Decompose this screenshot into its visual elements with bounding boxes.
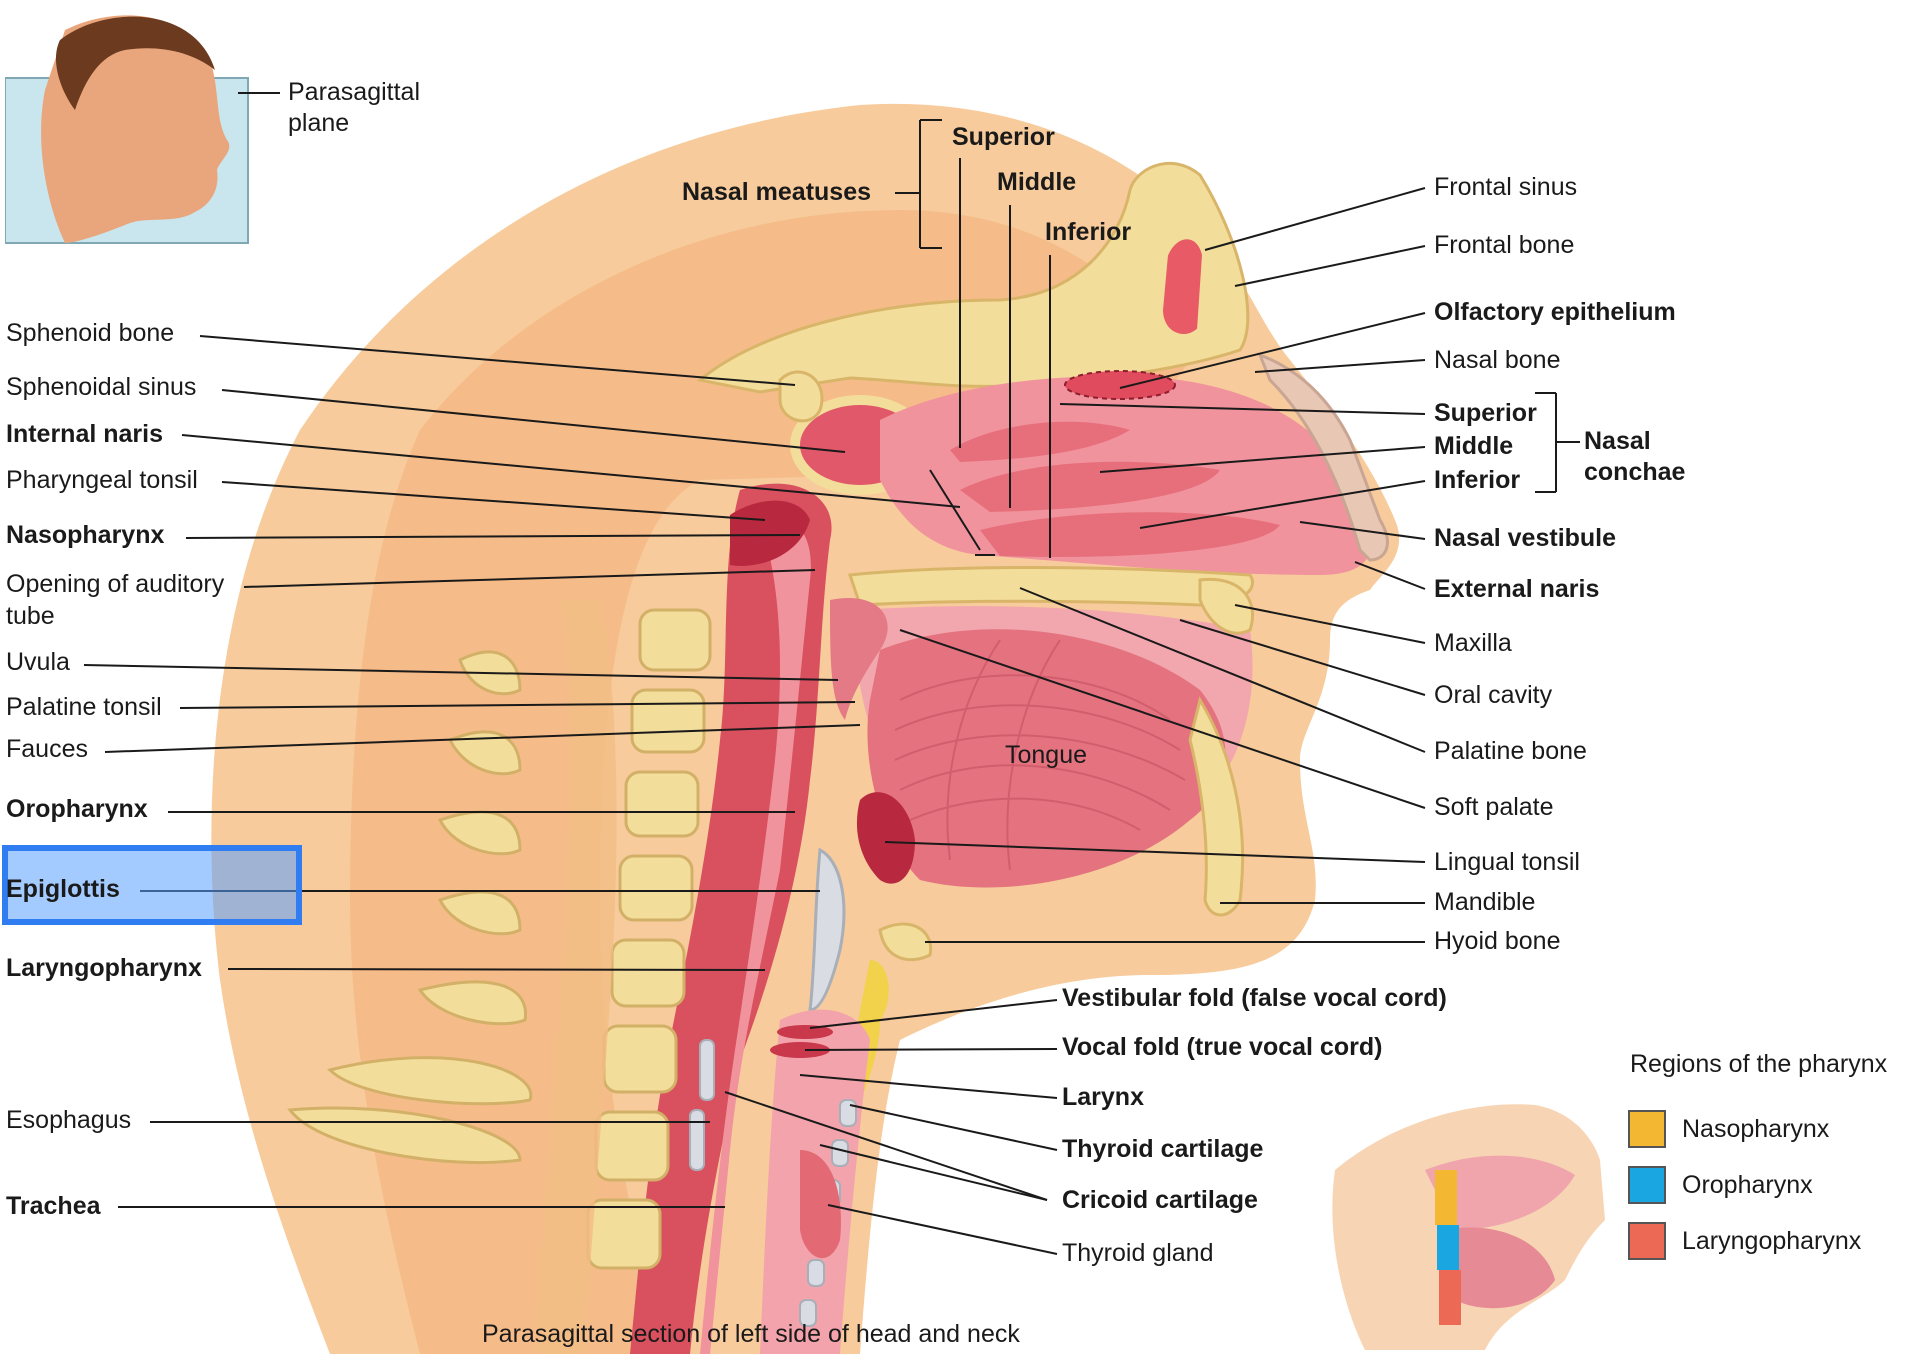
- legend-swatch-nasopharynx: [1628, 1110, 1666, 1148]
- label-trachea: Trachea: [6, 1191, 101, 1221]
- parasagittal-plane-line: [238, 92, 280, 94]
- hard-palate: [850, 568, 1253, 606]
- label-uvula: Uvula: [6, 647, 70, 677]
- label-oral-cavity: Oral cavity: [1434, 680, 1552, 710]
- label-nasal-conchae-1: Nasal: [1584, 426, 1651, 456]
- sphenoid-bone-shape: [780, 372, 822, 421]
- label-thyroid-gland: Thyroid gland: [1062, 1238, 1213, 1268]
- label-internal-naris: Internal naris: [6, 419, 163, 449]
- label-tongue: Tongue: [1005, 740, 1087, 770]
- label-nasal-conchae-2: conchae: [1584, 457, 1685, 487]
- label-concha-middle: Middle: [1434, 431, 1513, 461]
- label-olfactory-epithelium: Olfactory epithelium: [1434, 297, 1676, 327]
- label-meatus-superior: Superior: [952, 122, 1055, 152]
- label-larynx: Larynx: [1062, 1082, 1144, 1112]
- label-thyroid-cartilage: Thyroid cartilage: [1062, 1134, 1263, 1164]
- label-meatus-middle: Middle: [997, 167, 1076, 197]
- label-nasal-meatuses: Nasal meatuses: [682, 177, 871, 207]
- parasagittal-label-line1: Parasagittal: [288, 77, 420, 107]
- label-opening-auditory-tube-1: Opening of auditory: [6, 569, 224, 599]
- label-cricoid-cartilage: Cricoid cartilage: [1062, 1185, 1258, 1215]
- label-sphenoidal-sinus: Sphenoidal sinus: [6, 372, 196, 402]
- label-lingual-tonsil: Lingual tonsil: [1434, 847, 1580, 877]
- label-oropharynx: Oropharynx: [6, 794, 148, 824]
- label-frontal-sinus: Frontal sinus: [1434, 172, 1577, 202]
- legend-swatch-oropharynx: [1628, 1166, 1666, 1204]
- olfactory-epithelium-shape: [1065, 371, 1175, 399]
- label-vocal-fold: Vocal fold (true vocal cord): [1062, 1032, 1382, 1062]
- legend-label-nasopharynx: Nasopharynx: [1682, 1114, 1829, 1144]
- frontal-sinus-shape: [1160, 236, 1205, 337]
- legend-title: Regions of the pharynx: [1630, 1050, 1887, 1079]
- label-fauces: Fauces: [6, 734, 88, 764]
- label-nasal-vestibule: Nasal vestibule: [1434, 523, 1616, 553]
- legend-swatch-laryngopharynx: [1628, 1222, 1666, 1260]
- label-external-naris: External naris: [1434, 574, 1599, 604]
- label-palatine-bone: Palatine bone: [1434, 736, 1587, 766]
- label-vestibular-fold: Vestibular fold (false vocal cord): [1062, 983, 1447, 1013]
- label-meatus-inferior: Inferior: [1045, 217, 1131, 247]
- head-profile-inset: [5, 0, 255, 245]
- label-mandible: Mandible: [1434, 887, 1535, 917]
- label-opening-auditory-tube-2: tube: [6, 601, 55, 631]
- label-concha-inferior: Inferior: [1434, 465, 1520, 495]
- label-esophagus: Esophagus: [6, 1105, 131, 1135]
- figure-caption: Parasagittal section of left side of hea…: [482, 1320, 1020, 1349]
- label-soft-palate: Soft palate: [1434, 792, 1554, 822]
- label-frontal-bone: Frontal bone: [1434, 230, 1574, 260]
- label-epiglottis: Epiglottis: [6, 874, 120, 904]
- label-concha-superior: Superior: [1434, 398, 1537, 428]
- label-sphenoid-bone: Sphenoid bone: [6, 318, 174, 348]
- label-laryngopharynx: Laryngopharynx: [6, 953, 202, 983]
- pharynx-regions-inset: [1305, 1080, 1605, 1350]
- legend-label-laryngopharynx: Laryngopharynx: [1682, 1226, 1861, 1256]
- label-palatine-tonsil: Palatine tonsil: [6, 692, 162, 722]
- label-maxilla: Maxilla: [1434, 628, 1512, 658]
- legend-label-oropharynx: Oropharynx: [1682, 1170, 1813, 1200]
- parasagittal-label-line2: plane: [288, 108, 349, 138]
- label-nasal-bone: Nasal bone: [1434, 345, 1560, 375]
- label-hyoid-bone: Hyoid bone: [1434, 926, 1560, 956]
- label-pharyngeal-tonsil: Pharyngeal tonsil: [6, 465, 198, 495]
- label-nasopharynx: Nasopharynx: [6, 520, 164, 550]
